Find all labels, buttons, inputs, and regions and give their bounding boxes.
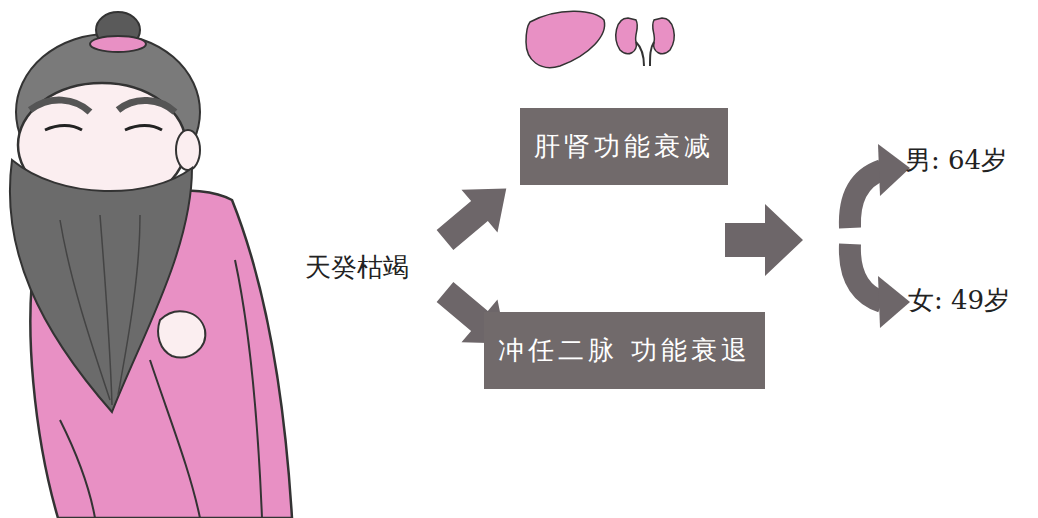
eyebrows (30, 100, 175, 112)
liver-icon (526, 11, 605, 67)
kidney-icon (616, 18, 674, 54)
curved-arrow-down-head (878, 276, 910, 328)
beard (10, 160, 192, 412)
cause-label: 天癸枯竭 (305, 250, 409, 285)
curved-arrow-up (850, 170, 882, 228)
process-box: 肝肾功能衰减 (520, 108, 728, 185)
box-text: 肝肾功能衰减 (534, 128, 714, 166)
ribbon (90, 36, 146, 52)
beard-strands (60, 215, 140, 405)
arrow-up (427, 167, 524, 261)
hand (158, 311, 205, 357)
process-box: 冲任二脉 功能衰退 (484, 312, 765, 389)
ureter (636, 42, 654, 66)
arrow-right (725, 204, 803, 276)
curved-arrow-down (850, 244, 882, 302)
ear (176, 130, 200, 170)
box-text: 冲任二脉 功能衰退 (498, 332, 750, 370)
male-age-label: 男: 64岁 (905, 143, 1007, 178)
eyes (45, 126, 162, 131)
female-age-label: 女: 49岁 (908, 283, 1010, 318)
